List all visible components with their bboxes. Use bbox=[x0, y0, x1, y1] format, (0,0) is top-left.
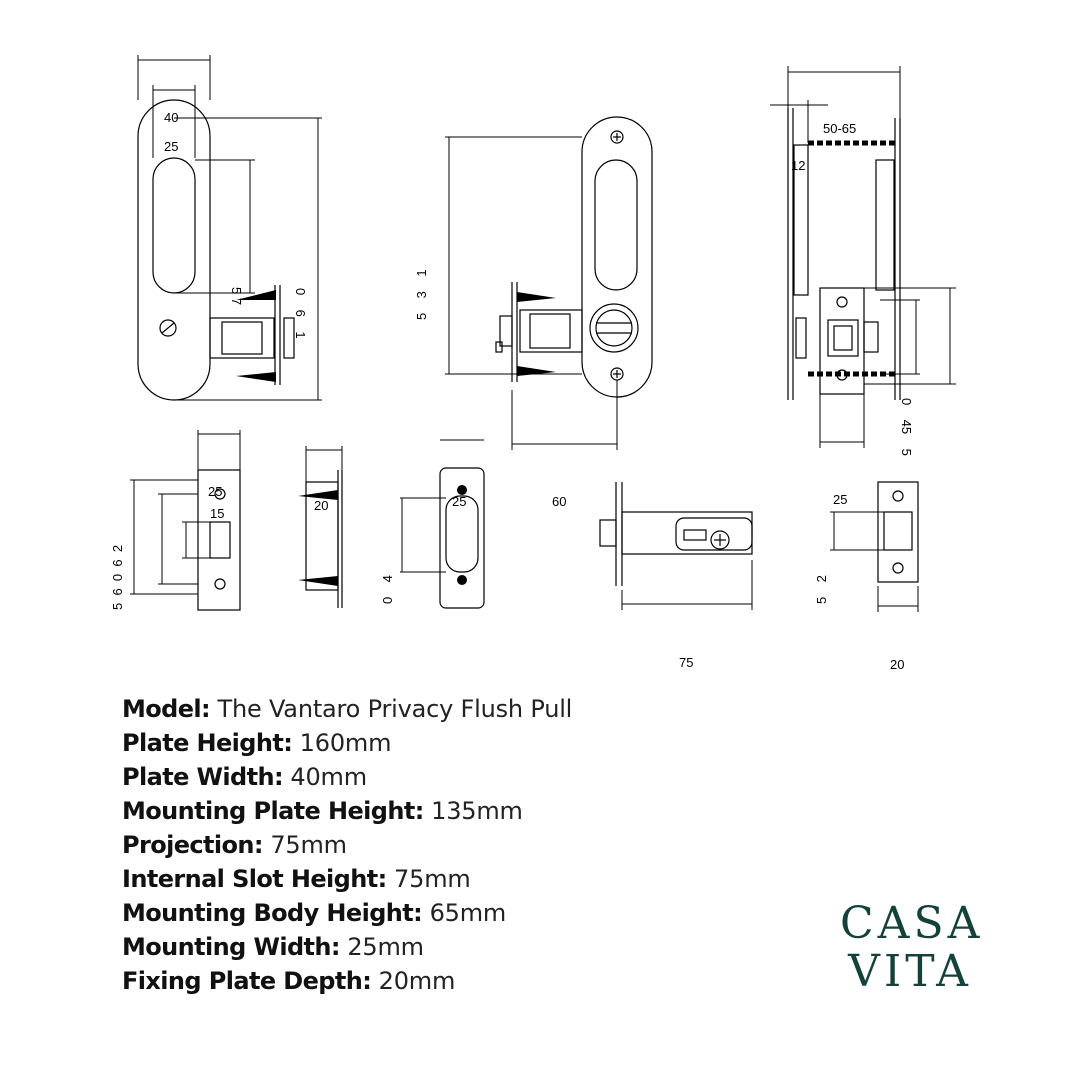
screw-top-icon bbox=[610, 130, 624, 144]
front-slot-height-label: 5 7 bbox=[229, 287, 244, 305]
small-strike-25-label: 25 bbox=[833, 492, 847, 507]
spec-list: Model: The Vantaro Privacy Flush Pull Pl… bbox=[122, 692, 742, 998]
spec-plate-height: Plate Height: 160mm bbox=[122, 729, 392, 757]
latch-plate-view: 25 15 5 6 0 6 2 bbox=[110, 430, 241, 611]
front-slot-width-label: 25 bbox=[164, 139, 178, 154]
logo-line-2: VITA bbox=[848, 946, 972, 997]
latch-plate-outline bbox=[197, 469, 241, 611]
technical-drawing: 40 25 5 7 0 6 1 5 3 1 bbox=[110, 55, 956, 672]
side-mount-height-label: 5 3 1 bbox=[414, 269, 429, 320]
front-plate-height-label: 0 6 1 bbox=[293, 288, 308, 339]
latch-body-60-label: 60 bbox=[552, 494, 566, 509]
side-view: 5 3 1 bbox=[414, 116, 653, 450]
privacy-knob-icon bbox=[589, 303, 639, 353]
spec-mounting-width: Mounting Width: 25mm bbox=[122, 933, 424, 961]
latch-side-view: 20 bbox=[298, 446, 343, 608]
spec-fixing-plate-depth: Fixing Plate Depth: 20mm bbox=[122, 967, 456, 995]
small-strike-view: 25 5 2 20 bbox=[814, 481, 919, 672]
latch-side-20-label: 20 bbox=[314, 498, 328, 513]
edge-view: 50-65 12 0 45 5 bbox=[770, 66, 956, 456]
logo-line-1: CASA bbox=[840, 898, 984, 949]
door-thickness-label: 50-65 bbox=[823, 121, 856, 136]
spec-projection: Projection: 75mm bbox=[122, 831, 347, 859]
small-strike-vertical-label: 5 2 bbox=[814, 575, 829, 604]
spec-mounting-body-height: Mounting Body Height: 65mm bbox=[122, 899, 507, 927]
pull-plate-outline bbox=[581, 116, 653, 398]
spec-internal-slot-height: Internal Slot Height: 75mm bbox=[122, 865, 471, 893]
spec-model: Model: The Vantaro Privacy Flush Pull bbox=[122, 695, 573, 723]
front-view: 40 25 5 7 0 6 1 bbox=[137, 55, 322, 401]
spec-mounting-plate-height: Mounting Plate Height: 135mm bbox=[122, 797, 523, 825]
strike-plate-view: 25 0 4 bbox=[380, 439, 485, 609]
door-edge-label: 12 bbox=[791, 158, 805, 173]
strike-vertical-label: 0 4 bbox=[380, 575, 395, 604]
strike-plate-outline bbox=[439, 467, 485, 609]
side-right-dims-label: 0 45 5 bbox=[899, 398, 914, 456]
latch-plate-25-label: 25 bbox=[208, 484, 222, 499]
latch-body-75-label: 75 bbox=[679, 655, 693, 670]
front-width-label: 40 bbox=[164, 110, 178, 125]
latch-body-view: 60 75 bbox=[552, 482, 753, 670]
pull-slot-outline bbox=[594, 159, 638, 291]
spec-plate-width: Plate Width: 40mm bbox=[122, 763, 367, 791]
front-slot-outline bbox=[152, 157, 196, 294]
small-strike-20-label: 20 bbox=[890, 657, 904, 672]
brand-logo: CASA VITA bbox=[840, 900, 980, 996]
latch-plate-vertical-label: 5 6 0 6 2 bbox=[110, 545, 125, 610]
latch-plate-15-label: 15 bbox=[210, 506, 224, 521]
privacy-turn-icon bbox=[159, 319, 177, 337]
strike-25-label: 25 bbox=[452, 494, 466, 509]
